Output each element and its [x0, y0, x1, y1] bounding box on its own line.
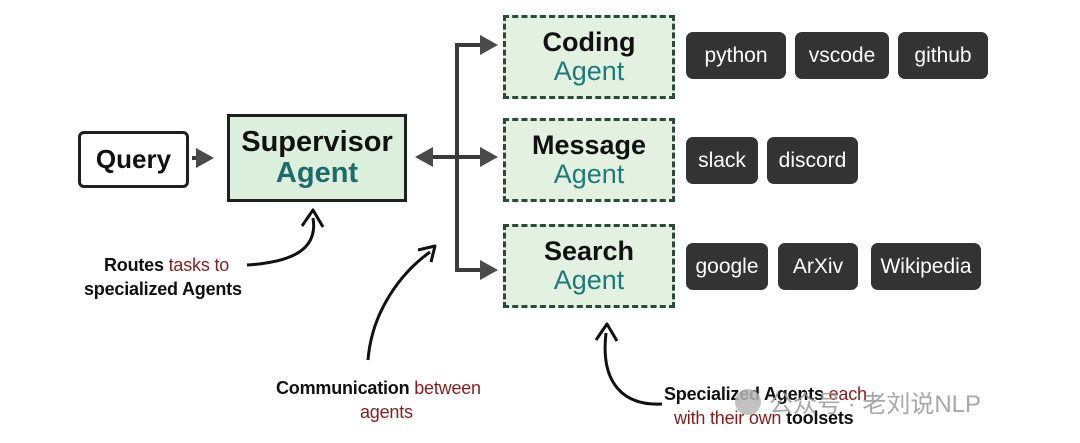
tool-badge-github: github: [898, 32, 988, 79]
tool-badge-arxiv: ArXiv: [778, 243, 858, 290]
search-agent-node: Search Agent: [503, 224, 675, 308]
specialized-annotation-arrow: [603, 332, 663, 406]
supervisor-title: Supervisor: [241, 125, 393, 158]
routes-annotation-line2: specialized Agents: [84, 278, 242, 299]
communication-annotation-red: between: [414, 378, 481, 398]
bus-to-coding-arrowhead: [480, 35, 498, 55]
specialized-annotation-arrowhead: [594, 322, 619, 342]
communication-annotation-line2: agents: [360, 401, 413, 422]
query-node: Query: [78, 131, 189, 188]
communication-annotation-bold: Communication: [276, 378, 410, 398]
coding-agent-node: Coding Agent: [503, 15, 675, 99]
message-agent-node: Message Agent: [503, 118, 675, 202]
tool-badge-google: google: [686, 243, 768, 290]
communication-annotation-arrowhead: [417, 244, 437, 263]
bus-to-search-arrowhead: [480, 260, 498, 280]
query-label: Query: [95, 144, 172, 175]
routes-annotation-red: tasks to: [168, 255, 230, 275]
supervisor-subtitle: Agent: [275, 157, 359, 189]
routes-annotation-arrowhead: [300, 208, 325, 228]
supervisor-bus-arrowhead-left: [415, 147, 433, 167]
specialized-annotation-red: each: [828, 384, 867, 404]
watermark-text: 公众号 · 老刘说NLP: [769, 391, 982, 418]
communication-annotation: Communication between agents: [276, 377, 536, 425]
coding-agent-subtitle: Agent: [553, 56, 625, 86]
tool-badge-python: python: [686, 32, 786, 79]
routes-annotation-arrow: [246, 217, 316, 267]
communication-annotation-arrow: [366, 250, 431, 361]
query-to-supervisor-arrowhead: [196, 148, 214, 168]
bus-to-message-arrowhead: [480, 147, 498, 167]
search-agent-subtitle: Agent: [553, 265, 625, 295]
message-agent-subtitle: Agent: [553, 159, 625, 189]
routes-annotation-bold: Routes: [104, 255, 164, 275]
message-agent-title: Message: [531, 129, 647, 160]
supervisor-agent-node: Supervisor Agent: [227, 114, 407, 202]
search-agent-title: Search: [543, 235, 635, 266]
specialized-annotation-bold-2: toolsets: [786, 407, 854, 428]
routes-annotation: Routes tasks to specialized Agents: [84, 254, 284, 302]
watermark: 公众号 · 老刘说NLP: [735, 384, 981, 419]
tool-badge-slack: slack: [686, 137, 758, 184]
tool-badge-vscode: vscode: [795, 32, 889, 79]
tool-badge-wikipedia: Wikipedia: [871, 243, 981, 290]
watermark-logo-icon: [735, 388, 761, 415]
tool-badge-discord: discord: [767, 137, 858, 184]
coding-agent-title: Coding: [542, 26, 636, 57]
